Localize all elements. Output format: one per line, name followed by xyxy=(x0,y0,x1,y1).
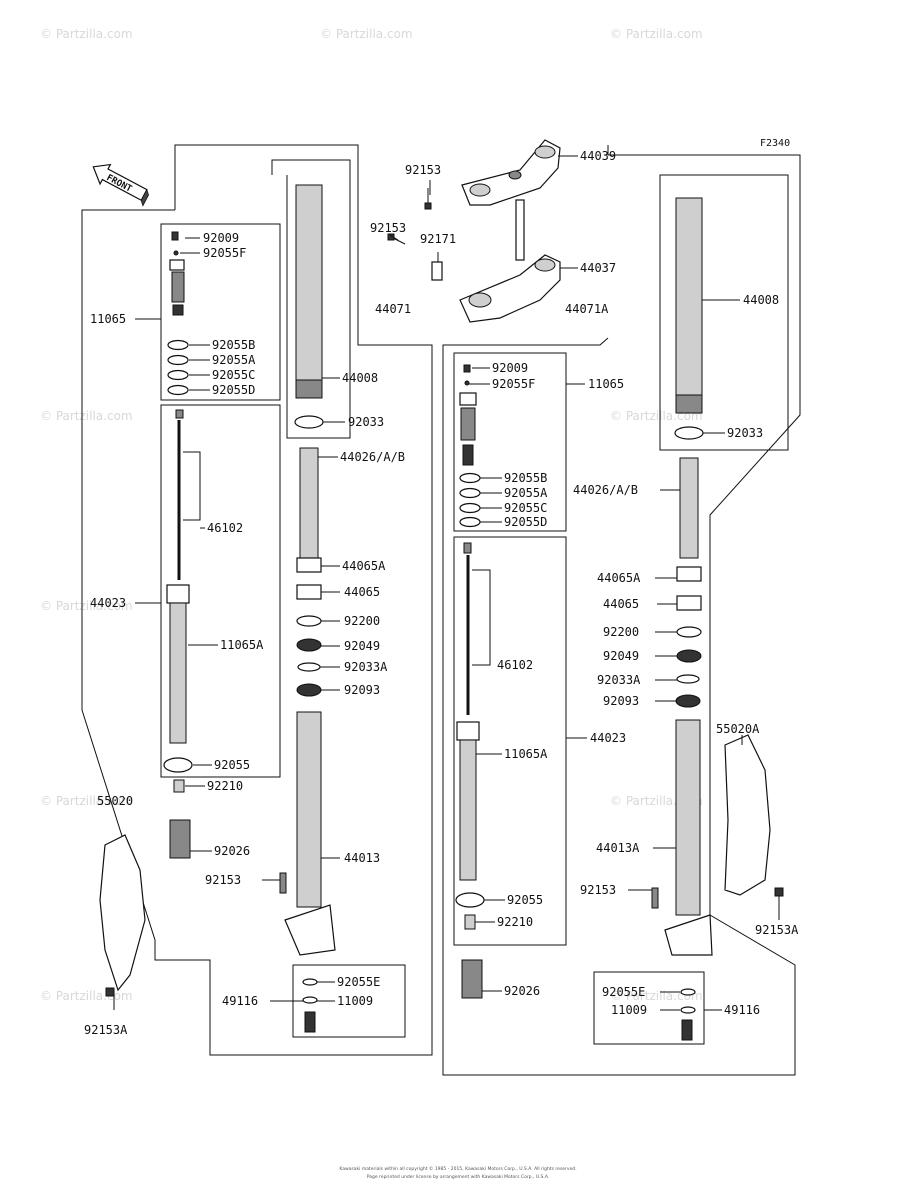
part-label: 92210 xyxy=(207,779,243,793)
upper-triple-clamp-44039 xyxy=(461,139,561,206)
part-label: 55020 xyxy=(97,794,133,808)
part-label: 92055B xyxy=(212,338,255,352)
group-outlines xyxy=(81,144,801,1076)
part-label: 92055A xyxy=(504,486,548,500)
part-label: 92009 xyxy=(492,361,528,375)
part-label: 11065 xyxy=(90,312,126,326)
part-label: 92055E xyxy=(337,975,380,989)
left-cartridge-parts xyxy=(163,231,193,859)
front-arrow-icon: FRONT xyxy=(92,163,149,207)
watermark: © Partzilla.com xyxy=(40,409,133,423)
part-label: 92153 xyxy=(405,163,441,177)
part-label: 92055E xyxy=(602,985,645,999)
left-tube-parts xyxy=(279,184,336,1033)
watermark: © Partzilla.com xyxy=(40,27,133,41)
leader-lines xyxy=(113,155,780,1011)
part-label: 44008 xyxy=(342,371,378,385)
part-label: 44065A xyxy=(597,571,641,585)
part-label: 92055A xyxy=(212,353,256,367)
part-label: 92055B xyxy=(504,471,547,485)
part-label: 92055 xyxy=(507,893,543,907)
part-label: 92200 xyxy=(603,625,639,639)
part-label: 44037 xyxy=(580,261,616,275)
part-label: 44071A xyxy=(565,302,609,316)
right-tube-parts xyxy=(651,197,713,1041)
part-label: 44039 xyxy=(580,149,616,163)
part-label: 44065A xyxy=(342,559,386,573)
part-label: 44065 xyxy=(603,597,639,611)
part-label: 44013A xyxy=(596,841,640,855)
figure-code: F2340 xyxy=(760,138,790,149)
part-label: 44065 xyxy=(344,585,380,599)
part-label: 11009 xyxy=(337,994,373,1008)
part-label: 92049 xyxy=(603,649,639,663)
part-label: 92153A xyxy=(84,1023,128,1037)
part-label: 92033A xyxy=(344,660,388,674)
copyright-line: Kawasaki materials within all copyright … xyxy=(339,1165,576,1172)
part-label: 92153 xyxy=(205,873,241,887)
part-label: 92055F xyxy=(492,377,535,391)
watermark: © Partzilla.com xyxy=(40,599,133,613)
part-label: 92033 xyxy=(348,415,384,429)
part-label: 11065A xyxy=(504,747,548,761)
left-fork-guard-55020 xyxy=(99,834,146,997)
license-line: Page reprinted under license by arrangem… xyxy=(367,1174,550,1180)
part-label: 44008 xyxy=(743,293,779,307)
lower-triple-clamp-44037 xyxy=(459,199,561,323)
part-label: 44023 xyxy=(590,731,626,745)
part-label: 11065 xyxy=(588,377,624,391)
part-label: 44026/A/B xyxy=(573,483,638,497)
part-label: 92026 xyxy=(214,844,250,858)
part-label: 49116 xyxy=(222,994,258,1008)
part-label: 92049 xyxy=(344,639,380,653)
part-label: 92033A xyxy=(597,673,641,687)
part-label: 92093 xyxy=(603,694,639,708)
part-label: 44023 xyxy=(90,596,126,610)
right-cartridge-parts xyxy=(455,364,485,999)
part-labels: 92153 44039 92153 92171 44037 44071 4407… xyxy=(84,149,799,1037)
part-label: 44071 xyxy=(375,302,411,316)
part-label: 92055D xyxy=(504,515,547,529)
part-label: 92055C xyxy=(504,501,547,515)
part-label: 55020A xyxy=(716,722,760,736)
part-label: 92200 xyxy=(344,614,380,628)
part-label: 46102 xyxy=(497,658,533,672)
part-label: 92171 xyxy=(420,232,456,246)
part-label: 92026 xyxy=(504,984,540,998)
part-label: 92153A xyxy=(755,923,799,937)
part-label: 44026/A/B xyxy=(340,450,405,464)
part-label: 46102 xyxy=(207,521,243,535)
part-label: 92210 xyxy=(497,915,533,929)
part-label: 92055F xyxy=(203,246,246,260)
part-label: 92153 xyxy=(580,883,616,897)
part-label: 44013 xyxy=(344,851,380,865)
part-label: 92033 xyxy=(727,426,763,440)
right-fork-guard-55020A xyxy=(724,734,784,897)
part-label: 92055 xyxy=(214,758,250,772)
part-label: 92153 xyxy=(370,221,406,235)
part-label: 92093 xyxy=(344,683,380,697)
part-label: 92055C xyxy=(212,368,255,382)
part-label: 92009 xyxy=(203,231,239,245)
part-label: 11009 xyxy=(611,1003,647,1017)
watermark: © Partzilla.com xyxy=(320,27,413,41)
part-label: 11065A xyxy=(220,638,264,652)
part-label: 49116 xyxy=(724,1003,760,1017)
watermark: © Partzilla.com xyxy=(40,989,133,1003)
watermark: © Partzilla.com xyxy=(610,27,703,41)
part-label: 92055D xyxy=(212,383,255,397)
